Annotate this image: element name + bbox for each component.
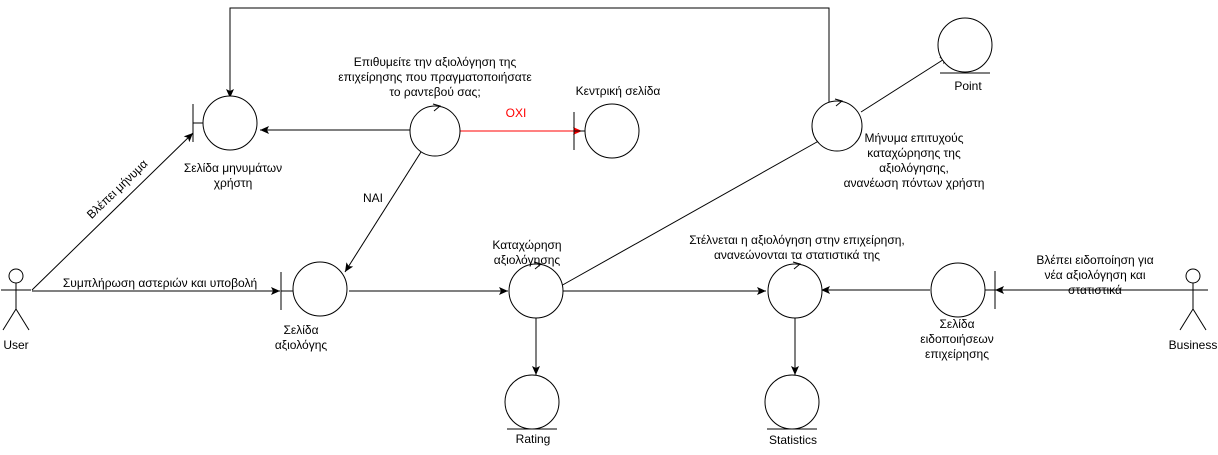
entity-rating-label: Rating <box>516 432 551 446</box>
boundary-icon <box>192 95 258 151</box>
boundary-rating-page-label-2: αξιολόγης <box>275 338 328 352</box>
actor-user: User <box>1 268 31 352</box>
control-record-rating-label-2: αξιολόγησης <box>494 253 561 267</box>
entity-icon <box>764 374 820 430</box>
edges: Βλέπει μήνυμα Συμπλήρωση αστεριών και υπ… <box>31 7 1185 375</box>
user-stick-figure-icon <box>1 268 31 331</box>
boundary-business-notifications-label-2: ειδοποιήσεων <box>920 332 993 346</box>
edge-label-business-notice-2: νέα αξιολόγηση και <box>1044 268 1145 282</box>
entity-statistics: Statistics <box>764 374 820 447</box>
control-icon <box>508 261 564 319</box>
entity-icon <box>504 374 560 430</box>
boundary-messages-page-label-2: χρήστη <box>214 176 253 190</box>
edge-user-to-messages-page <box>31 132 194 291</box>
control-question-label-2: επιχείρησης που πραγματοποιήσατε <box>338 70 532 84</box>
edge-success-to-point <box>860 55 950 113</box>
edge-label-sees-message: Βλέπει μήνυμα <box>84 157 151 222</box>
business-stick-figure-icon <box>1178 268 1208 331</box>
boundary-icon <box>930 262 996 318</box>
control-record-rating-label-1: Καταχώρηση <box>492 238 561 252</box>
actor-business: Business <box>1169 268 1218 352</box>
control-icon <box>811 98 863 152</box>
edge-label-yes: ΝΑΙ <box>363 191 383 205</box>
boundary-rating-page: Σελίδα αξιολόγης <box>275 261 348 352</box>
entity-icon <box>937 17 993 74</box>
control-success: Μήνυμα επιτυχούς καταχώρησης της αξιολόγ… <box>811 98 985 190</box>
actor-user-label: User <box>3 338 28 352</box>
boundary-home-page: Κεντρική σελίδα <box>573 84 661 159</box>
boundary-business-notifications-label-1: Σελίδα <box>939 317 974 331</box>
entity-point-label: Point <box>954 79 982 93</box>
boundary-icon <box>573 103 640 159</box>
control-send-rating-label-1: Στέλνεται η αξιολόγηση στην επιχείρηση, <box>689 233 904 247</box>
control-icon <box>767 261 823 319</box>
control-question: Επιθυμείτε την αξιολόγηση της επιχείρηση… <box>338 55 532 157</box>
boundary-messages-page-label-1: Σελίδα μηνυμάτων <box>184 161 282 175</box>
boundary-messages-page: Σελίδα μηνυμάτων χρήστη <box>184 95 282 190</box>
boundary-icon <box>280 261 348 317</box>
boundary-business-notifications-label-3: επιχείρησης <box>925 347 989 361</box>
boundary-rating-page-label-1: Σελίδα <box>283 323 318 337</box>
edge-record-to-success <box>558 137 825 288</box>
control-send-rating: Στέλνεται η αξιολόγηση στην επιχείρηση, … <box>689 233 905 319</box>
entity-statistics-label: Statistics <box>769 433 817 447</box>
edge-label-fill-stars: Συμπλήρωση αστεριών και υποβολή <box>63 276 257 290</box>
edge-label-business-notice-1: Βλέπει ειδοποίηση για <box>1036 253 1153 267</box>
control-success-label-2: καταχώρησης της <box>867 146 961 160</box>
boundary-home-page-label: Κεντρική σελίδα <box>576 84 661 98</box>
edge-success-to-messages-page <box>226 7 830 102</box>
control-question-label-3: το ραντεβού σας; <box>389 85 480 99</box>
control-success-label-3: αξιολόγησης, <box>879 161 949 175</box>
boundary-business-notifications: Σελίδα ειδοποιήσεων επιχείρησης <box>920 262 996 361</box>
control-success-label-1: Μήνυμα επιτυχούς <box>864 131 963 145</box>
control-record-rating: Καταχώρηση αξιολόγησης <box>492 238 564 319</box>
edge-question-to-rating-page <box>344 151 422 273</box>
actor-business-label: Business <box>1169 338 1218 352</box>
control-send-rating-label-2: ανανεώνονται τα στατιστικά της <box>714 248 880 262</box>
control-question-label-1: Επιθυμείτε την αξιολόγηση της <box>354 55 517 69</box>
control-success-label-4: ανανέωση πόντων χρήστη <box>844 176 985 190</box>
entity-rating: Rating <box>504 374 560 446</box>
edge-label-business-notice-3: στατιστικά <box>1068 283 1122 297</box>
entity-point: Point <box>937 17 993 93</box>
control-icon <box>409 103 461 157</box>
edge-label-no: ΟΧΙ <box>506 106 527 120</box>
